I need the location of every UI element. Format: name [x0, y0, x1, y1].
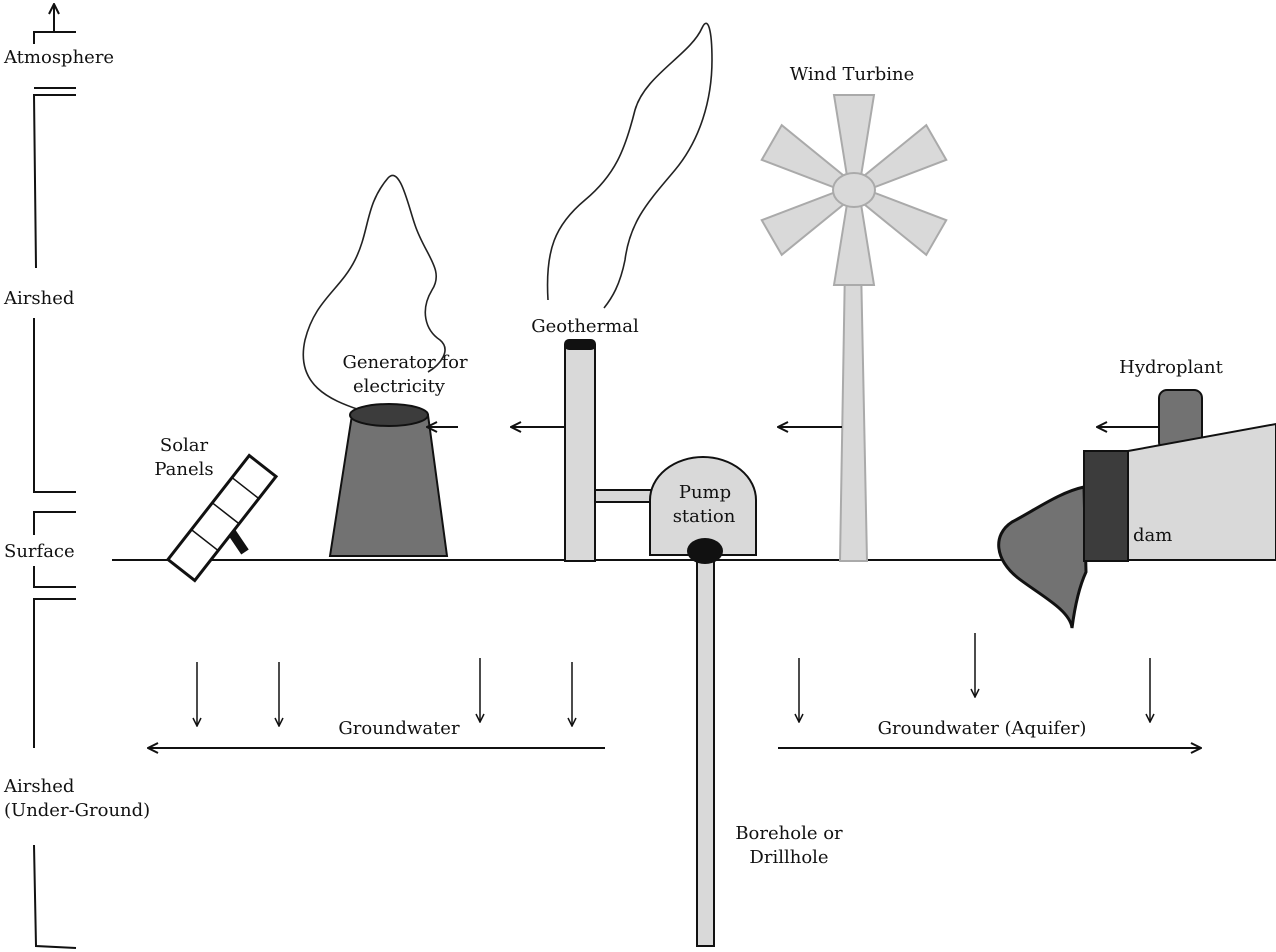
layer-scale — [32, 4, 77, 949]
groundwater-left — [148, 658, 605, 748]
borehole-label-1: Borehole or — [735, 823, 843, 844]
borehole-label-2: Drillhole — [749, 847, 828, 868]
borehole-pipe — [696, 557, 715, 947]
pump-label-2: station — [673, 506, 736, 527]
borehole-head — [687, 538, 723, 564]
airshed-bottom-bracket — [33, 318, 76, 493]
dam-wall — [1083, 450, 1129, 562]
solar-panel — [165, 453, 279, 583]
dam-label: dam — [1133, 525, 1172, 546]
layer-label-atmosphere: Atmosphere — [3, 47, 114, 68]
surface-bottom-bracket — [33, 566, 76, 588]
geothermal-stack-cap — [564, 339, 596, 350]
geothermal-connector-pipe — [594, 489, 654, 503]
hydroplant-label: Hydroplant — [1119, 357, 1223, 378]
solar-label-1: Solar — [160, 435, 209, 456]
hydroplant — [997, 389, 1276, 629]
hydroplant-reservoir — [1127, 422, 1276, 561]
generator-smoke-plume — [302, 174, 446, 411]
solar-label-2: Panels — [154, 459, 213, 480]
groundwater-label-right: Groundwater (Aquifer) — [878, 718, 1087, 739]
wind-turbine-tower — [838, 264, 869, 562]
layer-label-surface: Surface — [4, 541, 75, 562]
geothermal-label: Geothermal — [531, 316, 639, 337]
wind-turbine-blades — [760, 94, 948, 286]
wind-turbine-label: Wind Turbine — [790, 64, 915, 85]
pump-label-1: Pump — [679, 482, 731, 503]
generator-tower — [328, 403, 449, 557]
underground-bottom-bracket — [33, 844, 77, 949]
geothermal-stack-body — [564, 344, 596, 562]
atmosphere-top-bracket — [33, 31, 76, 44]
underground-top-bracket — [33, 598, 76, 748]
groundwater-right — [778, 633, 1201, 748]
surface-top-bracket — [33, 511, 76, 535]
generator-tower-body — [328, 414, 449, 557]
wind-turbine-hub — [832, 172, 876, 208]
wind-turbine — [760, 94, 948, 562]
layer-label-underground-2: (Under-Ground) — [4, 800, 150, 821]
generator-tower-top — [349, 403, 429, 427]
generator-label-1: Generator for — [342, 352, 468, 373]
hydroplant-water-outflow — [997, 485, 1088, 629]
generator-label-2: electricity — [353, 376, 446, 397]
geothermal-stack — [564, 339, 654, 562]
layer-label-underground-1: Airshed — [3, 776, 74, 797]
geothermal-smoke-plume — [546, 22, 713, 309]
airshed-top-bracket — [32, 94, 76, 269]
pump-station-dome — [649, 456, 757, 556]
solar-panel-board — [165, 453, 279, 583]
pump-station — [649, 456, 757, 556]
layer-label-airshed: Airshed — [3, 288, 74, 309]
groundwater-label-left: Groundwater — [338, 718, 460, 739]
